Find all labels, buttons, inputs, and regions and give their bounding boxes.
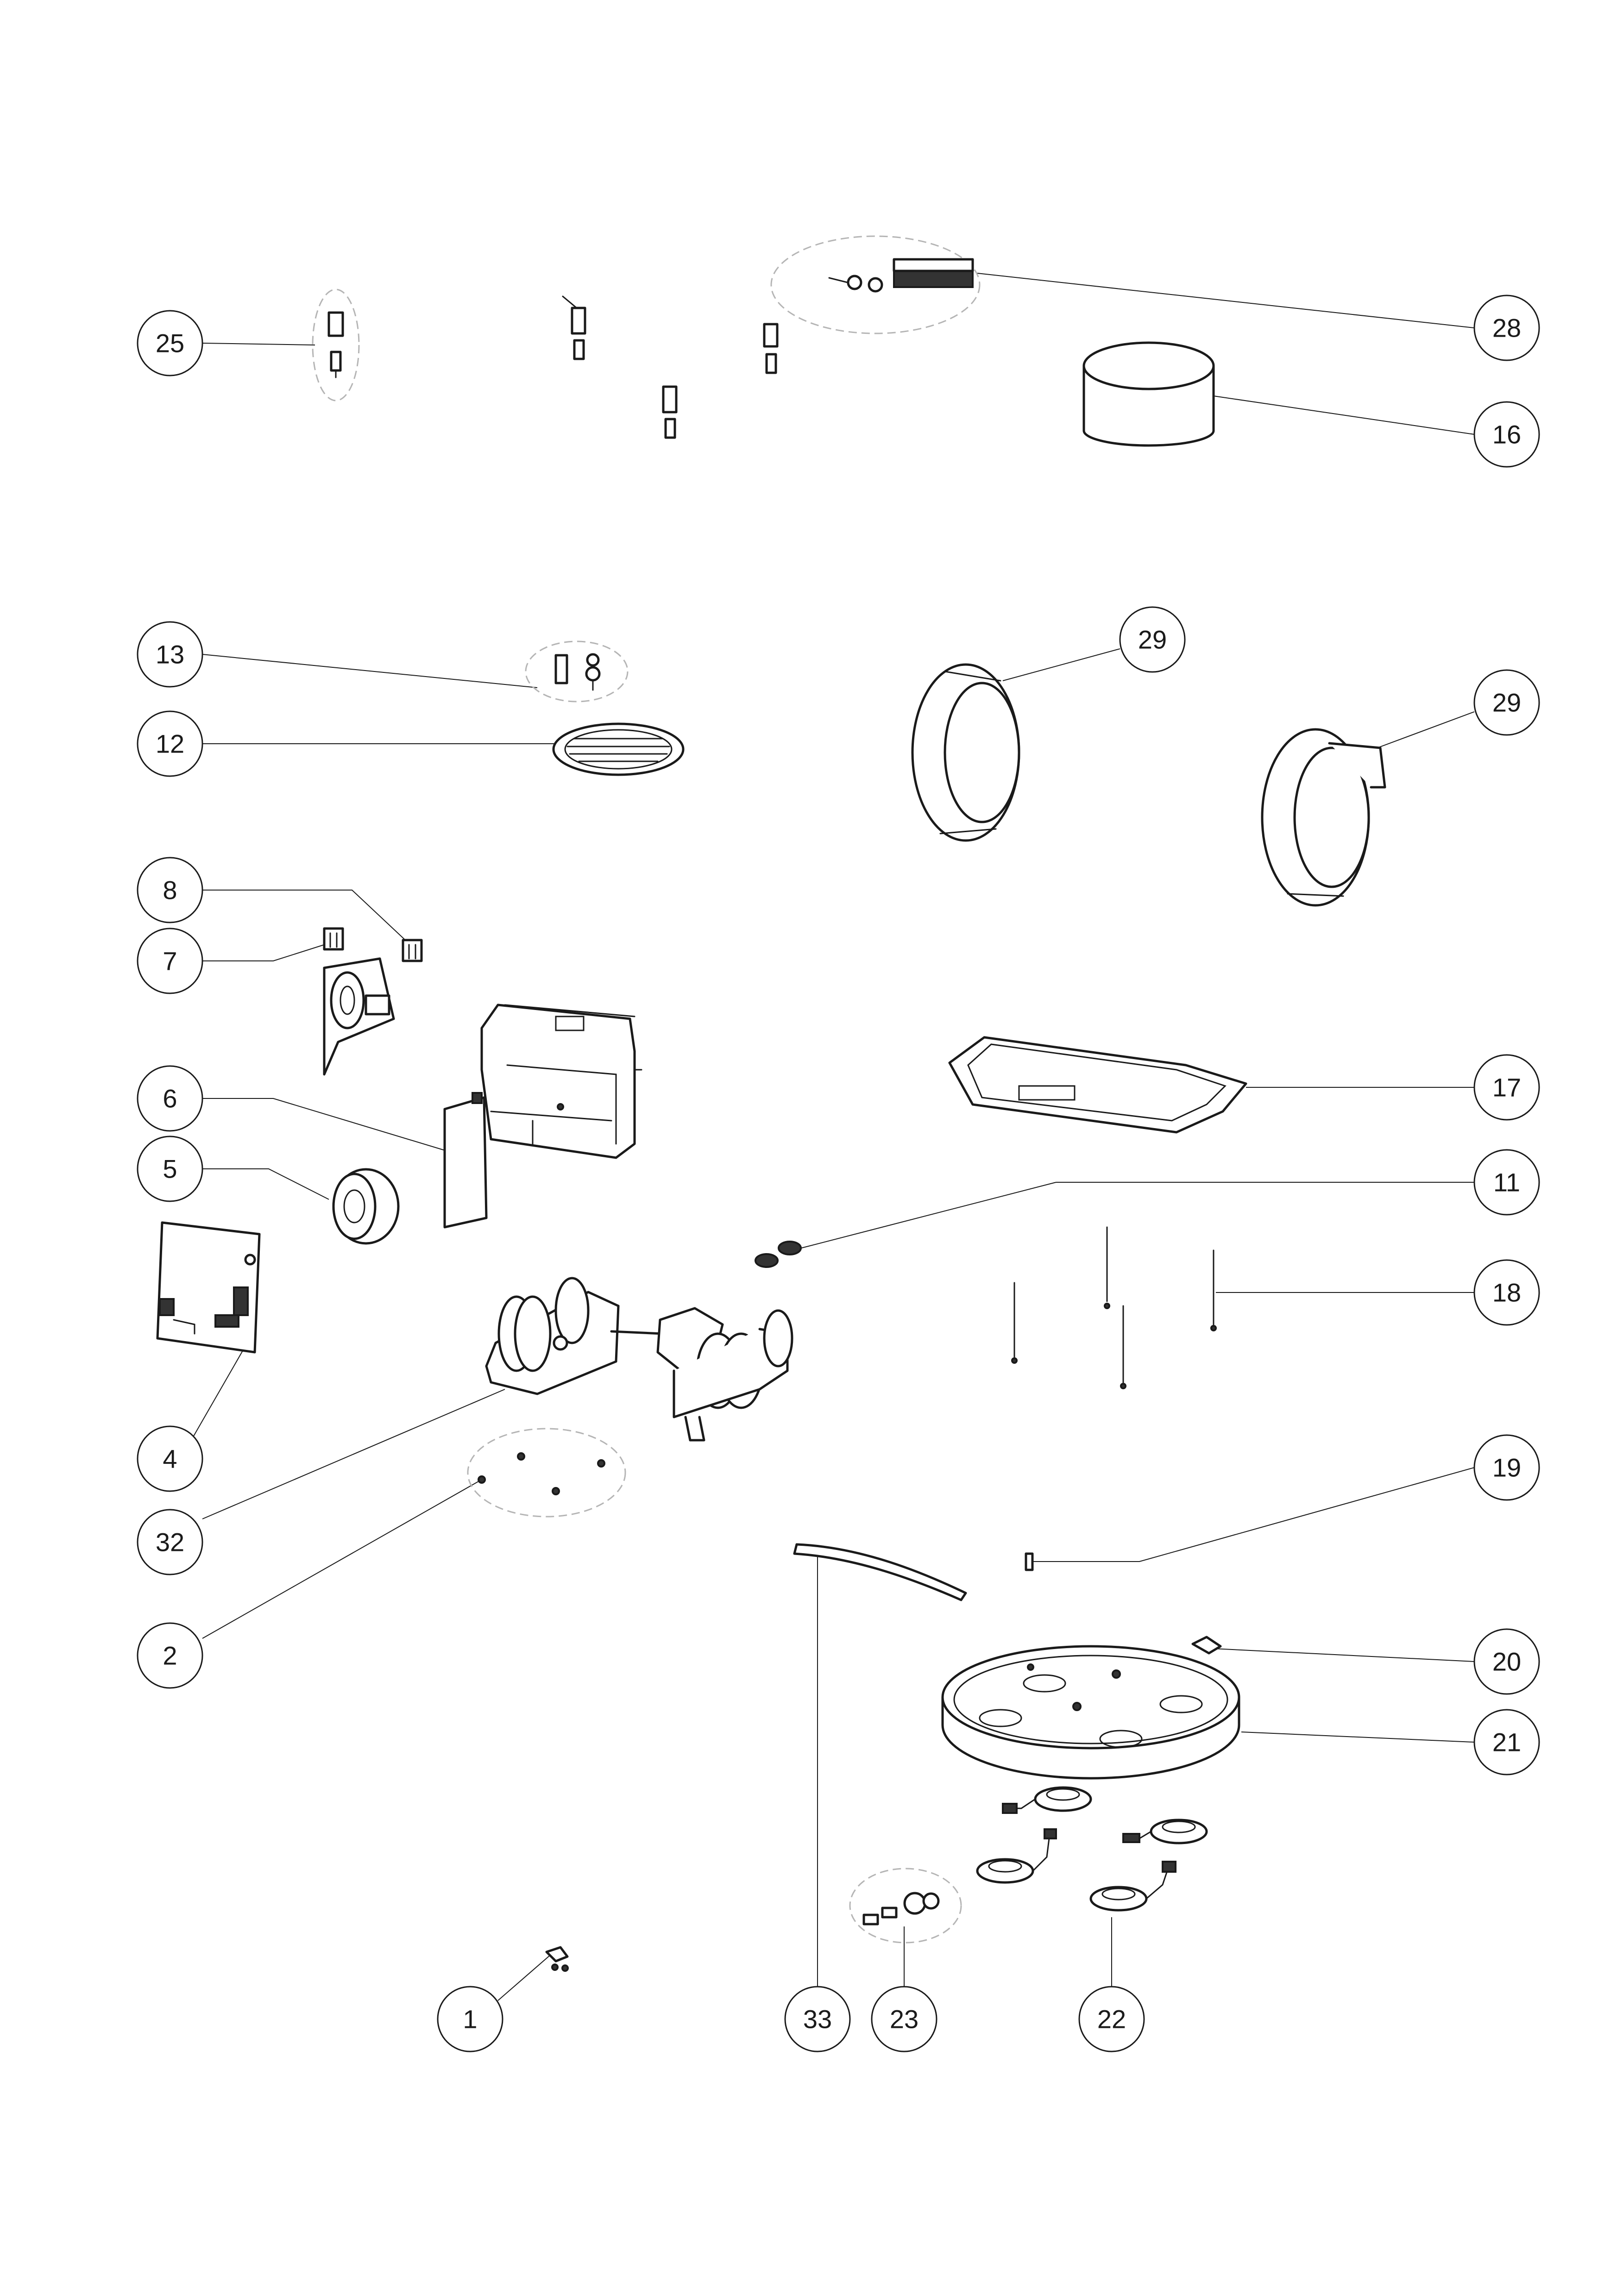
callout-8: 8	[137, 857, 203, 923]
svg-text:8: 8	[163, 876, 177, 905]
drive-assembly-part-32	[485, 1277, 793, 1442]
callout-33: 33	[784, 1986, 851, 2052]
circuit-board-part-4	[156, 1221, 261, 1354]
svg-text:32: 32	[156, 1528, 184, 1557]
standoff-parts-top	[562, 295, 779, 439]
callout-17: 17	[1473, 1054, 1540, 1121]
callout-5: 5	[137, 1135, 203, 1202]
clip-part-20	[1191, 1636, 1222, 1655]
svg-text:12: 12	[156, 729, 184, 759]
callout-19: 19	[1473, 1434, 1540, 1501]
callout-6: 6	[137, 1065, 203, 1132]
connector-group-part-23	[849, 1868, 962, 1944]
svg-text:4: 4	[163, 1444, 177, 1474]
callout-29-right: 29	[1473, 669, 1540, 736]
svg-text:7: 7	[163, 947, 177, 976]
svg-text:29: 29	[1138, 625, 1167, 654]
svg-text:21: 21	[1492, 1728, 1521, 1757]
leader-lines	[189, 273, 1475, 2001]
svg-text:6: 6	[163, 1084, 177, 1113]
latch-part-7	[323, 927, 344, 951]
svg-text:16: 16	[1492, 420, 1521, 449]
callout-29-left: 29	[1119, 606, 1186, 673]
svg-text:13: 13	[156, 640, 184, 669]
svg-text:5: 5	[163, 1154, 177, 1184]
callout-bubbles: 25 28 16 13 12 29 29 8 7 6 5 17 11 18 4 …	[137, 295, 1540, 2052]
svg-text:19: 19	[1492, 1453, 1521, 1482]
callout-18: 18	[1473, 1259, 1540, 1326]
svg-text:22: 22	[1097, 2005, 1126, 2034]
svg-text:2: 2	[163, 1641, 177, 1670]
motor-housing-bracket	[480, 1004, 642, 1159]
fastener-parts-part-1	[545, 1946, 569, 1972]
svg-text:18: 18	[1492, 1278, 1521, 1307]
grommet-parts-part-11	[755, 1241, 802, 1268]
threaded-rods-part-18	[1011, 1226, 1217, 1389]
roller-wheel-part-5	[332, 1168, 400, 1245]
callout-20: 20	[1473, 1628, 1540, 1695]
callout-16: 16	[1473, 401, 1540, 468]
callout-12: 12	[137, 710, 203, 777]
svg-text:1: 1	[463, 2005, 477, 2034]
pulley-bracket-assembly	[323, 957, 395, 1076]
round-grille-part-12	[552, 722, 685, 776]
callout-7: 7	[137, 928, 203, 994]
callout-2: 2	[137, 1622, 203, 1689]
svg-text:25: 25	[156, 329, 184, 358]
svg-text:23: 23	[890, 2005, 918, 2034]
terminal-block-group-part-28	[770, 235, 981, 334]
callout-25: 25	[137, 310, 203, 376]
svg-text:28: 28	[1492, 314, 1521, 343]
callout-21: 21	[1473, 1709, 1540, 1775]
standoff-group-part-25	[312, 289, 360, 401]
callout-28: 28	[1473, 295, 1540, 361]
pin-part-19	[1025, 1552, 1034, 1571]
callout-22: 22	[1078, 1986, 1145, 2052]
callout-32: 32	[137, 1509, 203, 1575]
svg-text:20: 20	[1492, 1647, 1521, 1676]
callout-11: 11	[1473, 1149, 1540, 1216]
callout-4: 4	[137, 1425, 203, 1492]
battery-pack-part-6	[443, 1092, 488, 1229]
mounting-ring-part-29-right	[1261, 728, 1386, 907]
round-base-part-21	[941, 1645, 1240, 1780]
svg-text:33: 33	[803, 2005, 832, 2034]
screw-group-part-2	[467, 1428, 626, 1518]
lamp-units-part-22	[976, 1786, 1208, 1912]
cylinder-cover-part-16	[1082, 341, 1215, 447]
svg-text:29: 29	[1492, 688, 1521, 717]
base-plate-part-17	[948, 1036, 1247, 1134]
latch-part-8	[402, 939, 423, 962]
callout-1: 1	[437, 1986, 503, 2052]
callout-23: 23	[871, 1986, 937, 2052]
callout-13: 13	[137, 621, 203, 688]
wire-strap-part-33	[793, 1543, 967, 1601]
mounting-ring-part-29-left	[911, 663, 1020, 842]
svg-text:11: 11	[1493, 1168, 1520, 1197]
fastener-group-part-13	[525, 640, 629, 703]
svg-text:17: 17	[1492, 1073, 1521, 1102]
